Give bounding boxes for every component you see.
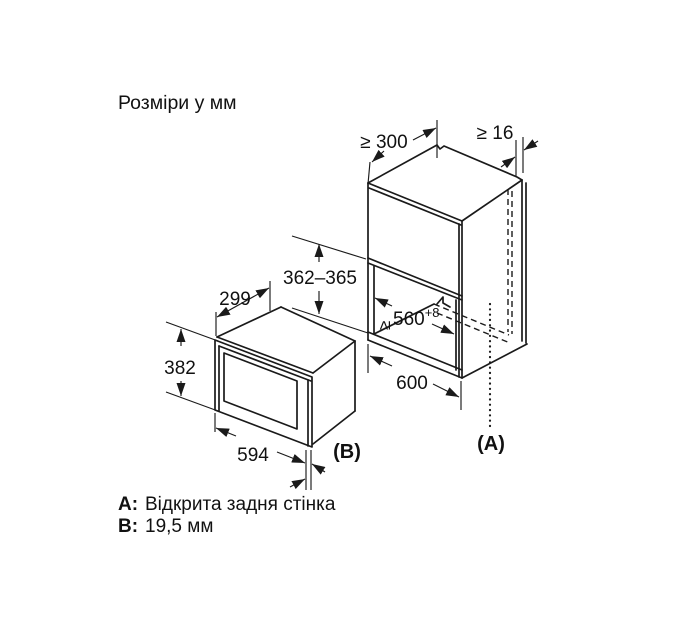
cabinet-top-front-edge [367,182,463,222]
dim-oven-width-label: 594 [237,445,269,466]
dim-oven-depth-label: 299 [219,289,251,310]
cabinet-top-right-edge [461,179,523,222]
legend-b-key: B: [118,516,138,537]
oven-door-window [223,352,298,430]
oven-frame-inner-top-edge [218,345,312,382]
ref-a-label: (A) [477,433,505,455]
oven-drawing [214,306,356,448]
ext-niche-height-bottom [291,307,369,334]
arrow-cabinet-width-right [432,383,460,398]
oven-top-front-edge [216,336,314,374]
oven-bottom-right-edge [312,410,356,445]
dim-oven-height-label: 382 [164,358,196,379]
arrow-oven-width-right [276,451,306,464]
oven-top-back-edge [280,306,356,342]
dim-side-thickness-label: ≥ 16 [477,123,514,144]
ext-niche-height-top [291,235,367,260]
arrow-side-thickness-left [500,156,516,169]
dim-top-depth-label: ≥ 300 [360,132,407,153]
cabinet-hidden-edges [433,189,513,344]
oven-top-right-edge [312,340,356,374]
ref-b-label: (B) [333,441,361,463]
arrow-niche-width-left [374,297,393,308]
ext-oven-height-top [165,321,219,342]
arrow-oven-width-left [215,427,237,438]
page-title: Розміри у мм [118,92,237,114]
niche-step-detail [436,296,451,308]
hidden-bottom-back-edge [436,312,511,344]
niche-ceiling-edge [367,257,463,297]
dim-cabinet-width-label: 600 [396,373,428,394]
arrow-cabinet-width-left [369,355,393,367]
cabinet-bottom-front-edge [367,339,463,379]
cabinet-top-front-inner-edge [368,187,462,226]
ext-oven-height-bottom [165,391,219,412]
legend-b-text: 19,5 мм [145,516,213,537]
cabinet-top-left-edge [367,144,438,184]
niche-floor-left-edge [373,303,435,335]
cabinet-bottom-right-edge [461,343,528,379]
legend-a-key: A: [118,494,138,515]
arrow-gap-b-right [311,463,326,475]
dim-niche-width-tolerance: +8 [425,305,440,320]
dimension-lines [165,120,539,490]
ext-top-depth-front [367,161,371,185]
legend: A: Відкрита задня стінка B: 19,5 мм [118,494,336,537]
cabinet-drawing [367,144,528,379]
niche-floor-front-edge [367,331,463,371]
hidden-floor-back-edge [433,303,510,336]
dim-niche-width-prefix: ≥ [375,321,394,330]
oven-top-left-edge [216,306,282,338]
arrow-top-depth-front [371,149,385,163]
arrow-gap-b-left [289,478,306,490]
legend-a-text: Відкрита задня стінка [145,494,336,515]
oven-front-frame [214,339,313,448]
arrow-oven-depth [216,287,270,318]
dim-niche-width-label: 560+8 [393,305,440,330]
arrow-top-depth-back [412,127,437,141]
dim-niche-width-value: 560 [393,309,425,330]
niche-ceiling-inner-edge [367,262,463,301]
arrow-side-thickness-right [523,139,539,151]
cabinet-top-back-edge [436,144,523,181]
arrow-niche-width-right [431,323,455,335]
dim-niche-height-label: 362–365 [283,268,357,289]
